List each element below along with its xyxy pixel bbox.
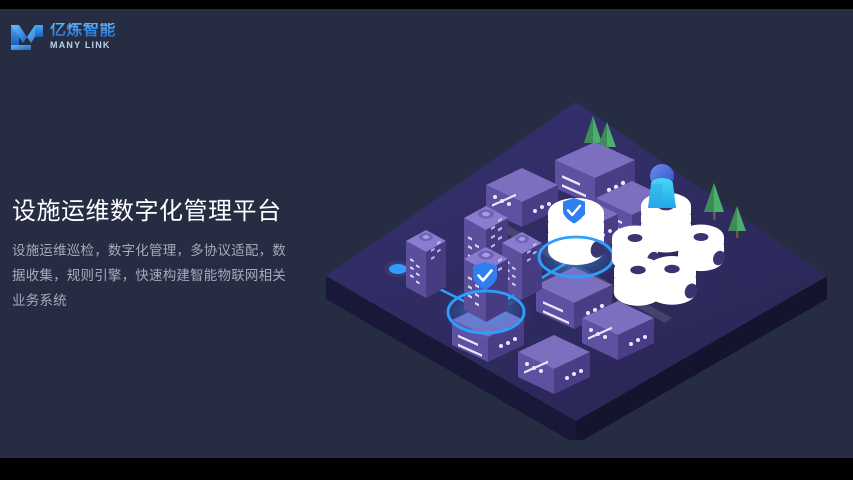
server-box xyxy=(582,301,654,360)
letterbox-top xyxy=(0,0,853,9)
building-tower-highlighted xyxy=(440,247,532,338)
tree-icon xyxy=(728,206,746,238)
server-box xyxy=(518,335,590,394)
brand-name-cn: 亿炼智能 xyxy=(50,21,117,39)
manylink-m-logo-icon xyxy=(11,25,43,50)
database-stack xyxy=(648,256,698,305)
tree-group xyxy=(584,116,746,238)
page-subtitle: 设施运维巡检，数字化管理，多协议适配，数据收集，规则引擎，快速构建智能物联网相关… xyxy=(12,243,286,308)
person-figure xyxy=(648,164,676,208)
slide-stage: 亿炼智能 MANY LINK 设施运维数字化管理平台 设施运维巡检，数字化管理，… xyxy=(0,9,853,458)
building-tower xyxy=(406,230,446,298)
brand-name-en: MANY LINK xyxy=(50,39,111,50)
isometric-platform-graphic xyxy=(326,102,827,440)
shield-check-icon xyxy=(563,198,585,224)
page-title: 设施运维数字化管理平台 xyxy=(12,198,282,225)
server-box xyxy=(486,168,558,227)
brand-logo[interactable]: 亿炼智能 MANY LINK xyxy=(10,21,116,51)
letterbox-bottom xyxy=(0,458,853,480)
hero-illustration xyxy=(300,80,853,440)
shield-check-icon xyxy=(473,262,497,290)
hero-copy: 设施运维数字化管理平台 设施运维巡检，数字化管理，多协议适配，数据收集，规则引擎… xyxy=(12,197,292,313)
brand-wordmark: 亿炼智能 MANY LINK xyxy=(50,21,117,50)
tree-icon xyxy=(704,183,724,220)
